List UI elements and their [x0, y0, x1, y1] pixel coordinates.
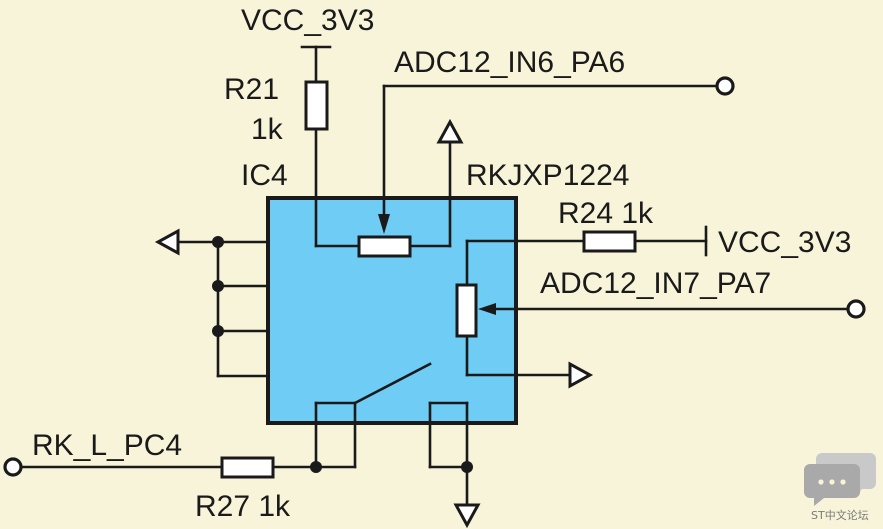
junction-dot	[212, 280, 224, 292]
wiper-arrow-v	[478, 303, 496, 315]
label-vcc-right: VCC_3V3	[718, 226, 851, 259]
r21-resistor	[304, 80, 329, 131]
label-ic4: IC4	[241, 159, 288, 192]
ic4-body	[266, 196, 518, 425]
terminal-adc-in6	[715, 76, 735, 96]
push-switch	[310, 362, 481, 529]
r27-resistor	[220, 456, 275, 479]
junction-dot	[461, 461, 473, 473]
pot-vertical	[455, 225, 866, 389]
label-r27: R27 1k	[195, 490, 291, 523]
chat-bubbles-icon	[804, 453, 876, 506]
junction-dot	[212, 236, 224, 248]
label-r21-value: 1k	[251, 113, 284, 146]
label-adc-in7: ADC12_IN7_PA7	[540, 267, 771, 300]
junction-dot	[212, 325, 224, 337]
pot-horizontal	[357, 76, 735, 258]
watermark: ST中文论坛	[804, 453, 876, 522]
label-part-number: RKJXP1224	[466, 159, 629, 192]
label-adc-in6: ADC12_IN6_PA6	[394, 46, 625, 79]
rk-l-line	[3, 456, 318, 479]
ground-arrow-left	[154, 228, 180, 256]
pot-horizontal-resistor	[357, 235, 412, 258]
r24-resistor	[582, 230, 637, 253]
watermark-text: ST中文论坛	[811, 508, 869, 522]
terminal-adc-in7	[846, 299, 866, 319]
pot-vertical-resistor	[455, 283, 478, 338]
ground-arrow-right	[568, 361, 594, 389]
terminal-rk-l	[3, 457, 23, 477]
label-vcc-top: VCC_3V3	[241, 4, 374, 37]
label-rk-l: RK_L_PC4	[32, 429, 182, 462]
ground-arrow-bottom	[453, 503, 481, 529]
r21-branch	[300, 45, 361, 248]
supply-arrow-top	[436, 118, 464, 144]
label-r21: R21	[224, 73, 279, 106]
label-r24: R24 1k	[558, 197, 654, 230]
left-ground-bus	[154, 228, 270, 378]
wiper-arrow-h	[378, 214, 390, 234]
